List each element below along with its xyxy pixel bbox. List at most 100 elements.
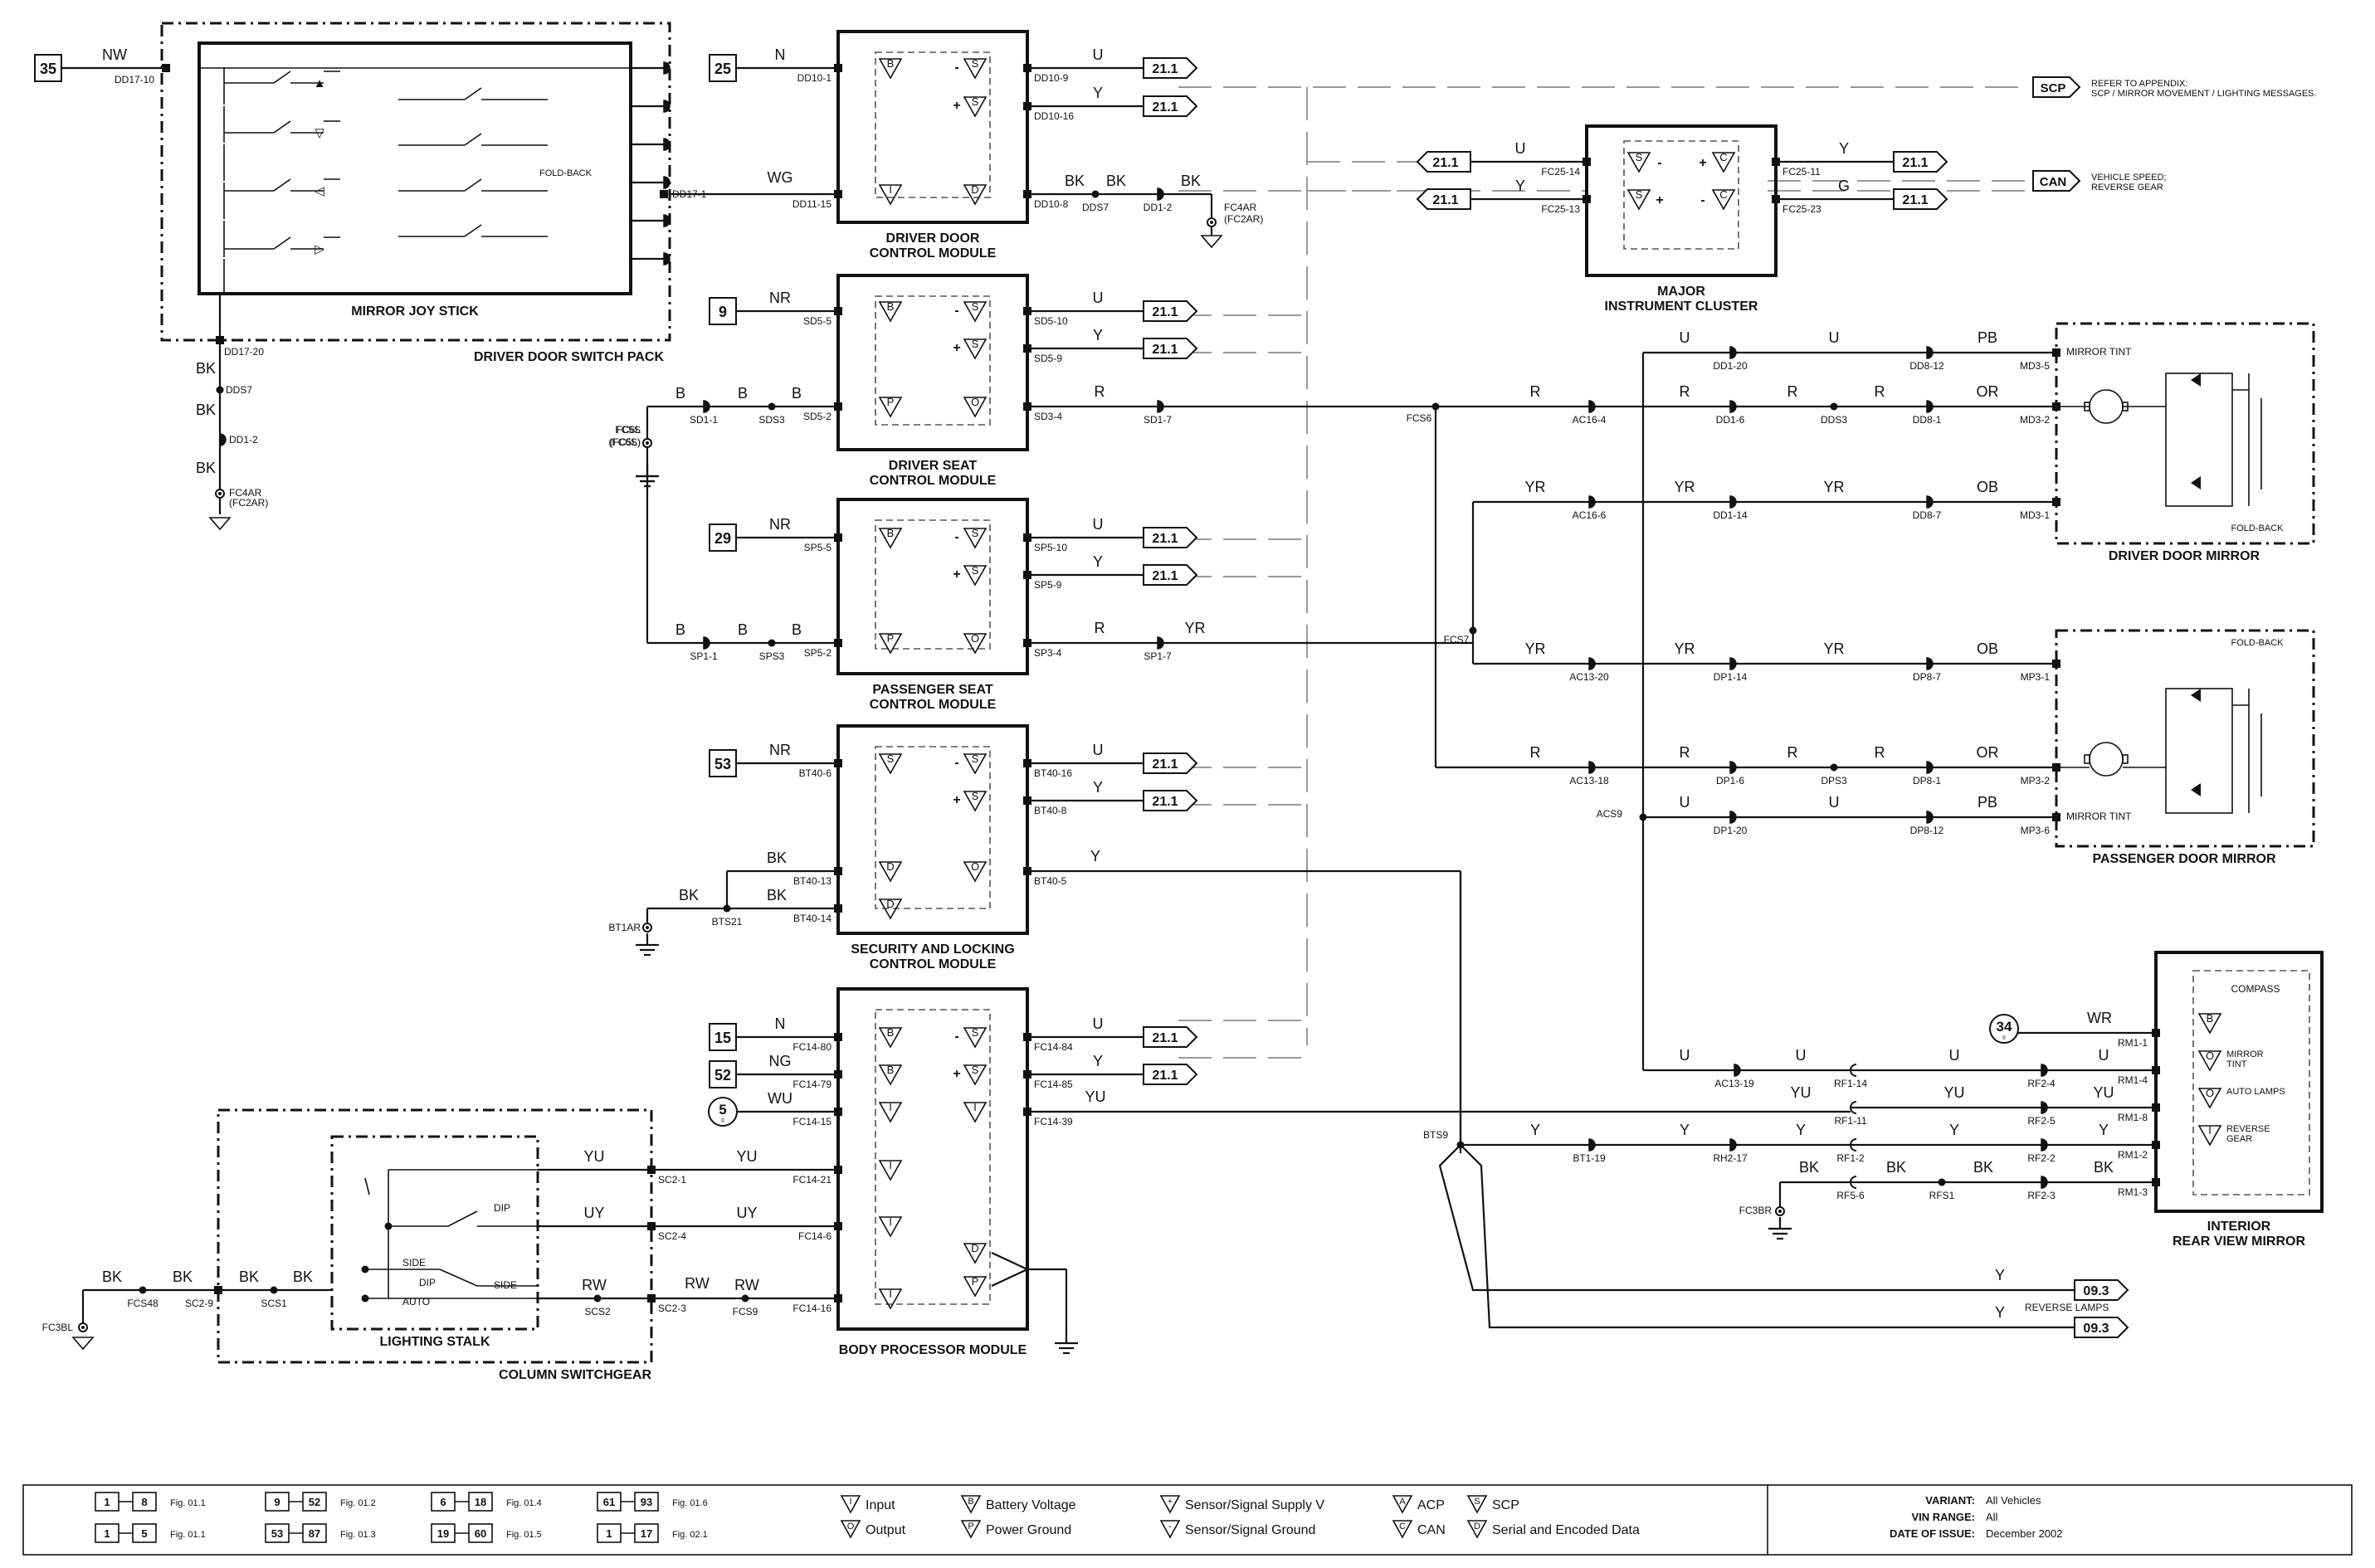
legend-letter: D bbox=[1474, 1522, 1480, 1531]
signal-letter: I bbox=[973, 1101, 977, 1113]
pin-label: RF2-5 bbox=[2027, 1115, 2056, 1127]
signal-sign: + bbox=[953, 567, 960, 582]
wire-color: WR bbox=[2087, 1010, 2112, 1026]
connector bbox=[1729, 346, 1737, 359]
signal-letter: B bbox=[887, 1064, 895, 1076]
pin bbox=[2052, 402, 2060, 411]
pin bbox=[1023, 1070, 1031, 1079]
meta-key: VARIANT: bbox=[1925, 1494, 1975, 1507]
triangle bbox=[878, 753, 903, 775]
pin-label: DP8-7 bbox=[1913, 671, 1941, 683]
mirror-feature-label: AUTO LAMPS bbox=[2226, 1087, 2285, 1097]
pin-label: SC2-9 bbox=[185, 1298, 213, 1309]
triangle bbox=[963, 1102, 988, 1123]
flag-shape bbox=[1143, 1064, 1198, 1085]
bus-tag: SCP bbox=[2032, 76, 2081, 98]
splice-label: FCS48 bbox=[127, 1298, 158, 1309]
module-title: SECURITY AND LOCKING bbox=[851, 942, 1014, 957]
signal-B: B bbox=[878, 57, 903, 80]
module-inner bbox=[875, 519, 991, 650]
pin-label: DD8-7 bbox=[1913, 509, 1942, 521]
signal-letter: S bbox=[887, 752, 895, 765]
wire-color: NR bbox=[769, 742, 791, 758]
fig-end bbox=[132, 1492, 157, 1512]
signal-letter: S bbox=[972, 338, 979, 350]
pin-label: AC13-20 bbox=[1569, 671, 1609, 683]
ground-label: FC6L bbox=[617, 424, 641, 436]
wire-color: B bbox=[792, 621, 802, 638]
compass-label: COMPASS bbox=[2231, 983, 2280, 995]
mirror-feature-label: MIRROR bbox=[2226, 1049, 2264, 1059]
wire-color: YU bbox=[1085, 1088, 1105, 1105]
module-slcm bbox=[836, 724, 1029, 935]
signal-I: I bbox=[878, 1288, 903, 1310]
wire-color: Y bbox=[1090, 848, 1100, 864]
page-ref: 21.1 bbox=[1416, 188, 1471, 210]
signal-letter: I bbox=[2208, 1124, 2212, 1137]
connector bbox=[1926, 400, 1934, 413]
pin bbox=[1023, 1033, 1031, 1041]
wire-color: YR bbox=[1823, 640, 1844, 657]
pin-label: RF2-3 bbox=[2027, 1190, 2056, 1201]
pin-label: RF1-2 bbox=[1836, 1152, 1865, 1164]
mirror-feature-label: TINT bbox=[2226, 1059, 2247, 1069]
flag-shape bbox=[1143, 564, 1198, 586]
signal-S: S- bbox=[954, 752, 988, 775]
signal-letter: S bbox=[972, 300, 979, 313]
pin-label: FC14-85 bbox=[1034, 1079, 1073, 1090]
wire-color: YU bbox=[583, 1148, 604, 1165]
pin-label: SD5-9 bbox=[1034, 353, 1062, 364]
wire-color: B bbox=[738, 621, 748, 638]
signal-sign: - bbox=[954, 61, 958, 75]
wire-color: Y bbox=[1839, 140, 1849, 157]
passenger-mirror-border bbox=[2055, 629, 2315, 848]
pin-label: FC14-84 bbox=[1034, 1041, 1073, 1053]
triangle bbox=[963, 1064, 988, 1086]
signal-O: O bbox=[2197, 1049, 2222, 1072]
signal-letter: O bbox=[2206, 1049, 2214, 1062]
output-note: REVERSE LAMPS bbox=[2025, 1302, 2109, 1313]
signal-letter: D bbox=[971, 1242, 978, 1254]
fig-box-border bbox=[709, 1023, 737, 1051]
mirror-feature-label: GEAR bbox=[2226, 1134, 2252, 1144]
signal-letter: B bbox=[887, 1026, 895, 1039]
cluster-box bbox=[1585, 124, 1778, 277]
pin-label: SP3-4 bbox=[1034, 647, 1062, 659]
pin bbox=[1023, 639, 1031, 647]
wire-color: B bbox=[792, 385, 802, 402]
fig-end bbox=[634, 1523, 659, 1543]
connector bbox=[1588, 400, 1596, 413]
flag-shape bbox=[1893, 151, 1948, 173]
splice-dot bbox=[270, 1286, 278, 1294]
wire-color: U bbox=[1829, 794, 1840, 811]
ground-symbol bbox=[636, 933, 659, 957]
wire-color: YR bbox=[1184, 620, 1205, 636]
chassis-ground bbox=[1207, 217, 1217, 227]
splice-dot bbox=[768, 639, 776, 647]
pin-label: RM1-3 bbox=[2118, 1186, 2148, 1198]
pin bbox=[2152, 1141, 2160, 1149]
connector bbox=[1926, 346, 1934, 359]
wire-color: NR bbox=[769, 290, 791, 306]
fig-number: 53 bbox=[714, 756, 731, 772]
diode-icon bbox=[2191, 689, 2201, 702]
signal-sign: + bbox=[953, 1067, 960, 1081]
triangle bbox=[963, 1027, 988, 1049]
side-label: SIDE bbox=[402, 1257, 426, 1269]
module-ddcm bbox=[836, 30, 1029, 224]
triangle bbox=[878, 1288, 903, 1310]
fig-number: 9 bbox=[719, 304, 727, 320]
pin-label: RF1-11 bbox=[1834, 1115, 1866, 1127]
lighting-stalk-title: LIGHTING STALK bbox=[379, 1335, 490, 1349]
wire-color: OR bbox=[1977, 383, 1999, 400]
connector bbox=[1729, 495, 1737, 509]
ground-symbol bbox=[1200, 235, 1223, 249]
signal-letter: B bbox=[887, 300, 895, 313]
signal-letter: I bbox=[889, 1101, 892, 1113]
fig-end-label: 87 bbox=[309, 1527, 320, 1540]
page-ref: 21.1 bbox=[1143, 57, 1198, 79]
motor-brush bbox=[2084, 402, 2090, 411]
splice-label: SCS2 bbox=[584, 1306, 611, 1317]
signal-B: B bbox=[878, 527, 903, 549]
